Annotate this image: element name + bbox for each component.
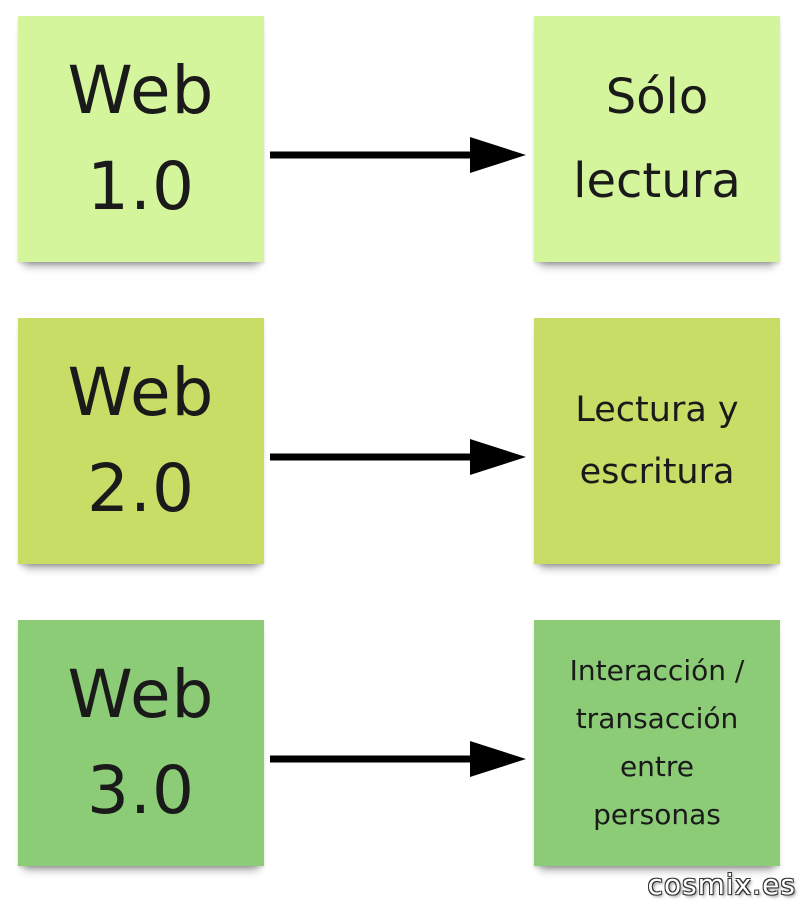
note-web-2-0-line-2: 2.0 — [87, 450, 195, 527]
note-solo-lectura-line-1: Sólo — [605, 69, 709, 125]
note-interaccion-line-4: personas — [593, 798, 721, 831]
note-web-2-0-line-1: Web — [67, 354, 215, 431]
arrow-row-2 — [270, 439, 526, 475]
note-solo-lectura-line-2: lectura — [573, 153, 741, 209]
arrow-row-3 — [270, 741, 526, 777]
arrow-row-1 — [270, 137, 526, 173]
note-interaccion-line-2: transacción — [575, 702, 739, 735]
note-lectura-escritura-line-2: escritura — [579, 452, 735, 492]
note-interaccion-line-1: Interacción / — [569, 654, 745, 687]
note-lectura-escritura: Lectura y escritura — [534, 318, 780, 564]
note-solo-lectura: Sólo lectura — [534, 16, 780, 262]
note-web-1-0-line-2: 1.0 — [87, 148, 195, 225]
note-web-3-0-line-2: 3.0 — [87, 752, 195, 829]
note-web-2-0: Web 2.0 — [18, 318, 264, 564]
note-interaccion: Interacción / transacción entre personas — [534, 620, 780, 866]
note-web-3-0: Web 3.0 — [18, 620, 264, 866]
note-web-1-0: Web 1.0 — [18, 16, 264, 262]
watermark: cosmix.es — [647, 868, 796, 901]
note-interaccion-line-3: entre — [619, 750, 695, 783]
note-web-3-0-line-1: Web — [67, 656, 215, 733]
note-lectura-escritura-line-1: Lectura y — [575, 390, 739, 430]
note-web-1-0-line-1: Web — [67, 52, 215, 129]
